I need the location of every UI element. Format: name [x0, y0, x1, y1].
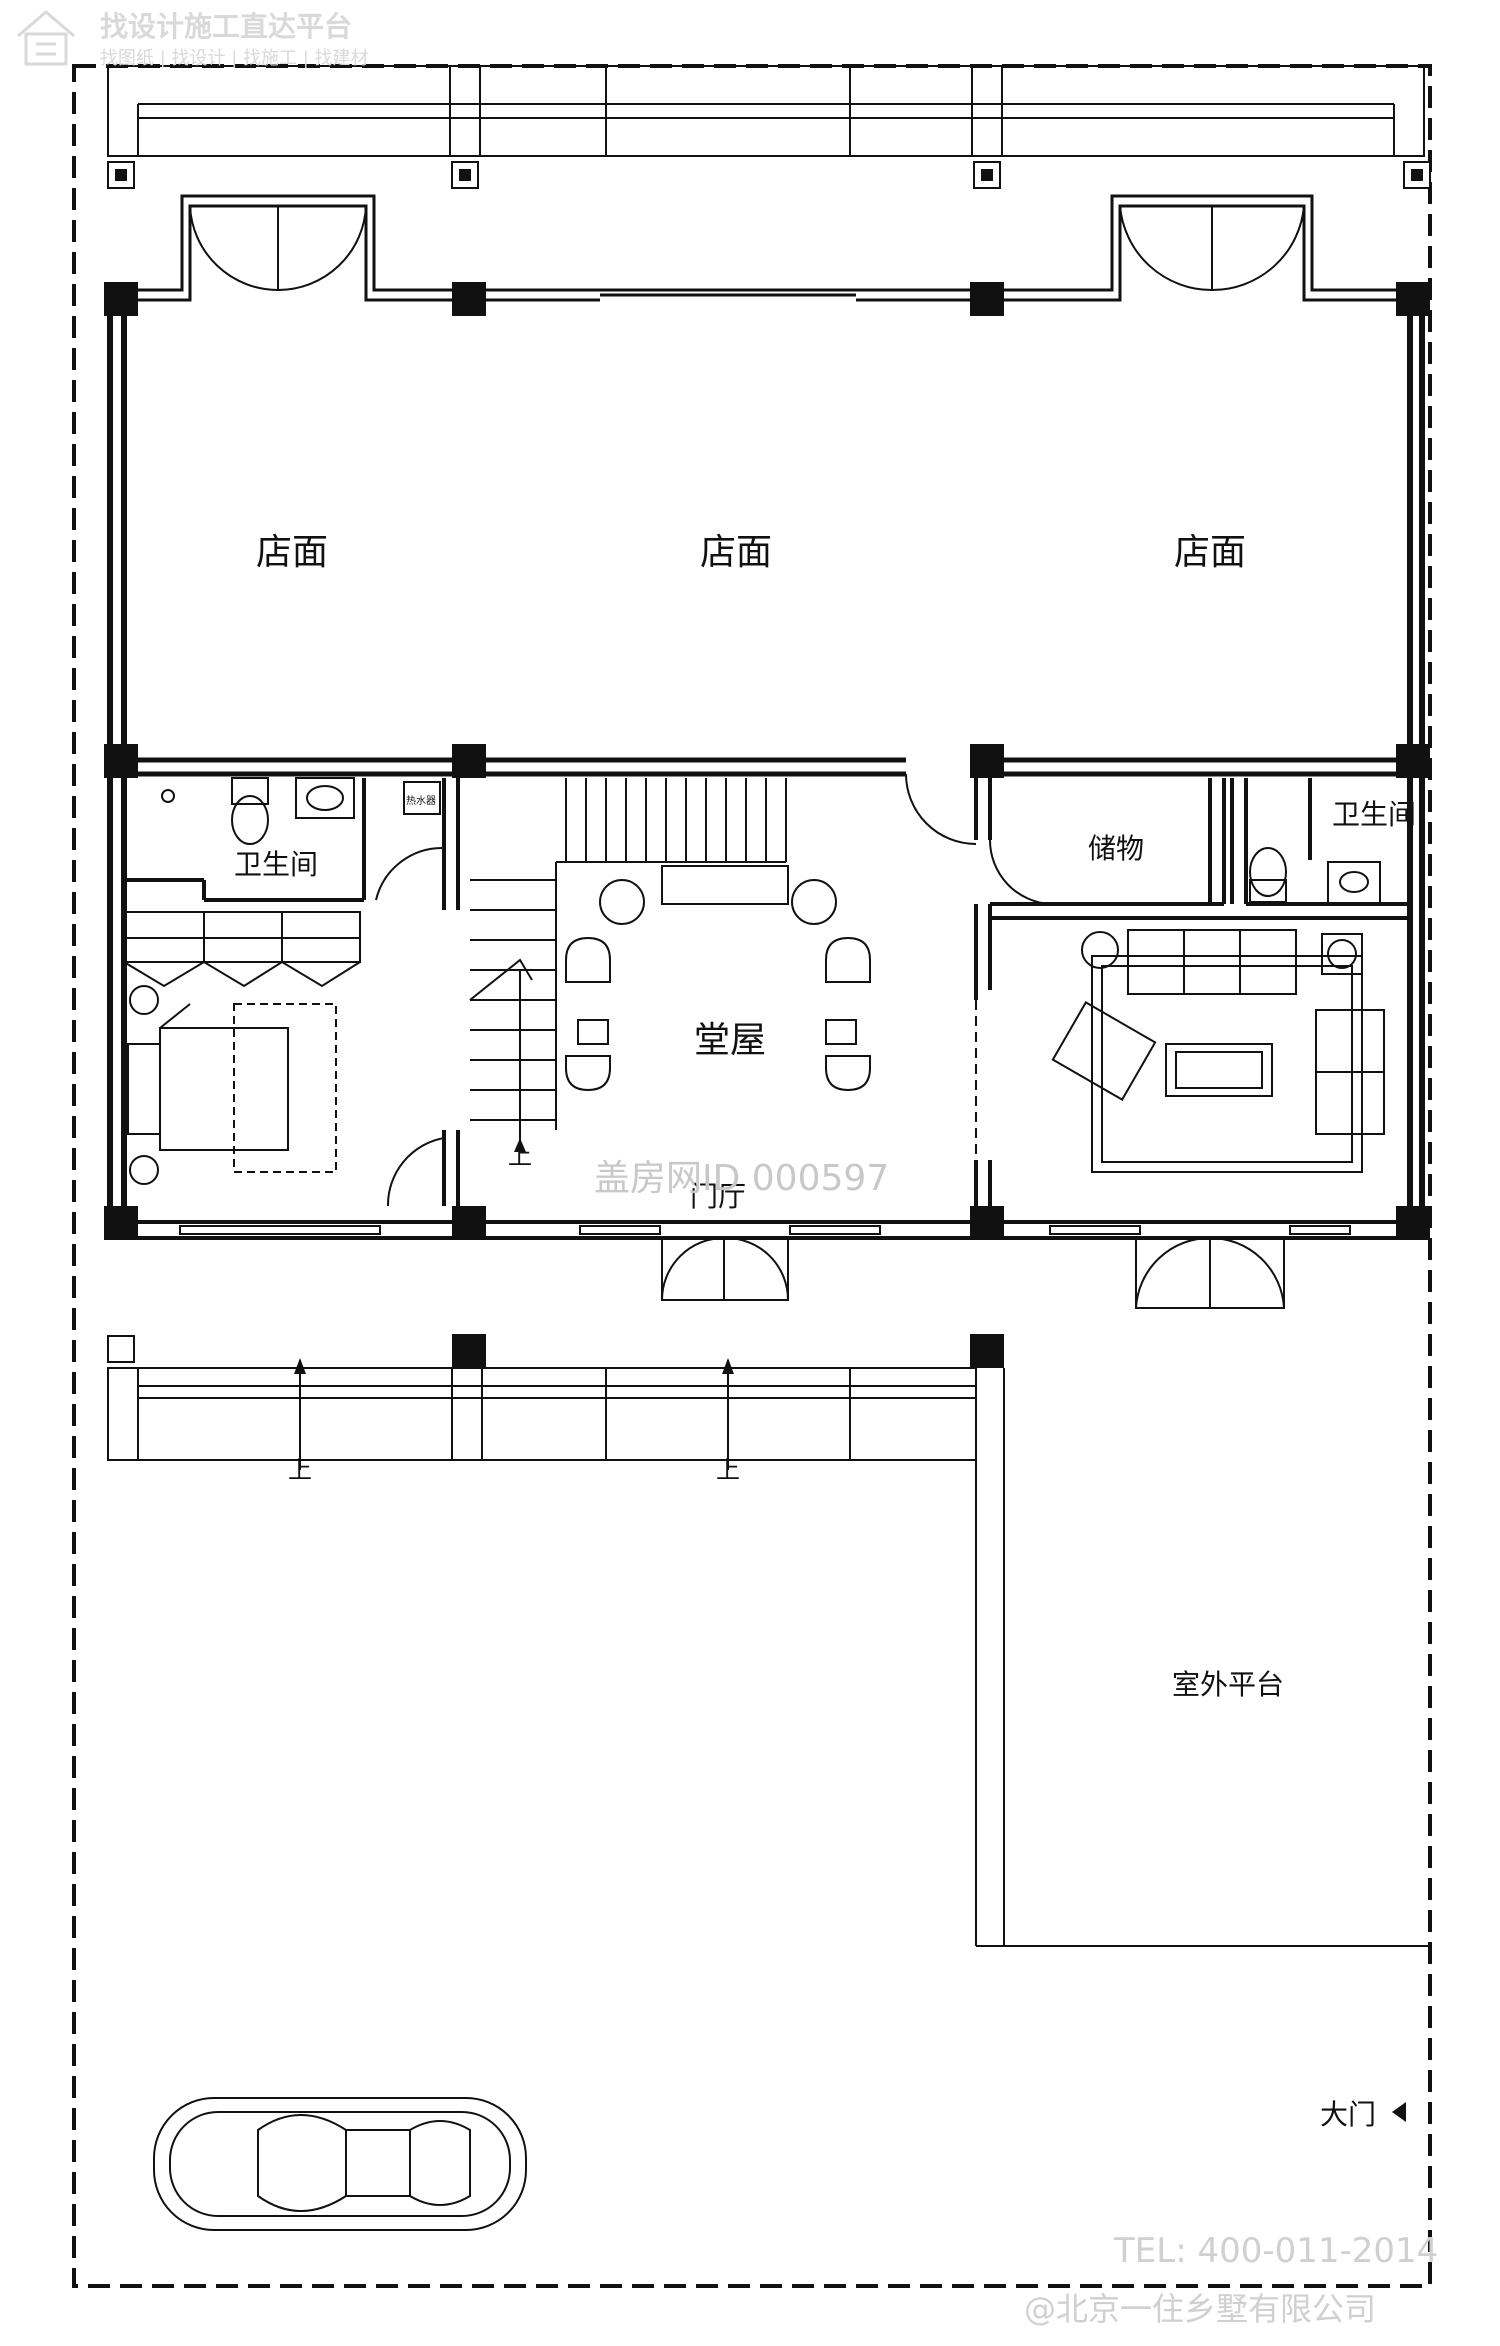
stair-up-arrow [514, 1138, 526, 1152]
bathroom-right-label: 卫生间 [1332, 798, 1416, 831]
front-windows [179, 1225, 1351, 1235]
storage-label: 储物 [1088, 832, 1144, 865]
stair-up-label: 上 [508, 1142, 532, 1170]
watermark-subtitle: 找图纸 | 找设计 | 找施工 | 找建材 [100, 48, 369, 69]
top-balcony-railing [107, 65, 1425, 157]
water-heater-label: 热水器 [406, 794, 436, 807]
watermark-company: @北京一住乡墅有限公司 [1024, 2290, 1376, 2328]
living-room-furniture [1051, 929, 1385, 1173]
shop-front-wall [108, 194, 1424, 302]
top-balcony-posts [107, 161, 1431, 189]
exterior-walls [107, 290, 1425, 1240]
main-hall-furniture [565, 865, 871, 1092]
shop-right-label: 店面 [1174, 532, 1246, 573]
outdoor-platform-label: 室外平台 [1172, 1668, 1284, 1701]
main-hall-label: 堂屋 [694, 1020, 766, 1061]
watermark-title: 找设计施工直达平台 [100, 10, 352, 43]
front-steps [107, 1335, 1430, 1947]
entrance-doors [661, 1236, 1285, 1309]
top-balcony-post-cores [115, 169, 1423, 181]
shops-rear-wall [110, 757, 1422, 777]
steps-up-arrow-left [294, 1358, 306, 1374]
car [153, 2097, 527, 2231]
interior-walls [124, 773, 1410, 1207]
shop-left-label: 店面 [256, 532, 328, 573]
staircase [469, 778, 787, 1152]
shop-middle-label: 店面 [700, 532, 772, 573]
watermark-center: 盖房网ID 000597 [594, 1158, 889, 1199]
entrance-hall-label: 门厅 [690, 1180, 746, 1213]
left-bathroom-fixtures [161, 777, 441, 845]
bed [127, 985, 337, 1185]
steps-up-label-left: 上 [288, 1456, 312, 1484]
right-bathroom-fixtures [1249, 847, 1381, 905]
bathroom-left-label: 卫生间 [234, 848, 318, 881]
watermark-phone: TEL: 400-011-2014 [1113, 2231, 1438, 2271]
shop-door-swings [189, 205, 1305, 292]
main-gate-label: 大门 [1320, 2098, 1376, 2131]
watermark-logo [17, 10, 75, 66]
main-gate-arrow-icon [1392, 2102, 1406, 2122]
wardrobe [123, 911, 361, 988]
steps-up-arrow-right [722, 1358, 734, 1374]
steps-up-label-right: 上 [716, 1456, 740, 1484]
